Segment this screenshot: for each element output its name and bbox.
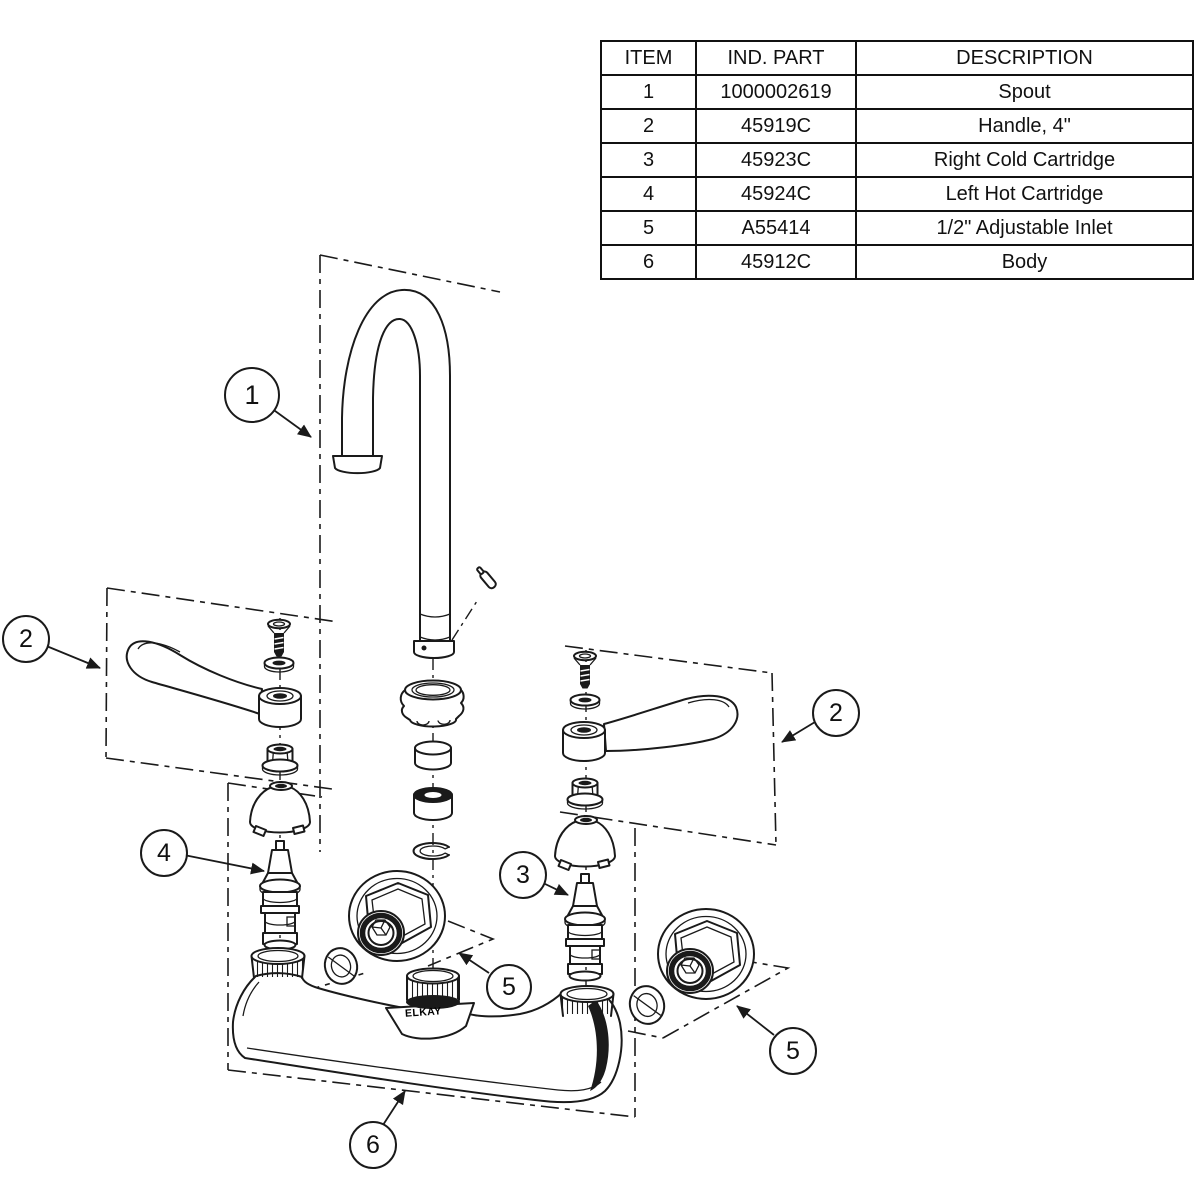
table-cell-item: 4	[600, 176, 697, 212]
table-cell-item: 3	[600, 142, 697, 178]
left-handle-assembly	[125, 618, 311, 837]
right-gasket-disc	[628, 985, 666, 1025]
right-cartridge	[564, 873, 606, 982]
table-row: 2 45919C Handle, 4"	[600, 108, 1194, 144]
callout-arrows	[43, 407, 816, 1126]
right-handle-assembly	[554, 650, 739, 871]
spout	[332, 288, 497, 659]
handle-screw	[573, 650, 597, 689]
callout-2-right-handle: 2	[812, 689, 860, 737]
table-cell-item: 5	[600, 210, 697, 246]
handle-washer	[263, 656, 295, 673]
callout-6-body: 6	[349, 1121, 397, 1169]
table-cell-description: Spout	[855, 74, 1194, 110]
callout-4-left-cartridge: 4	[140, 829, 188, 877]
callout-5-right-inlet: 5	[769, 1027, 817, 1075]
spout-outlet	[332, 455, 383, 475]
left-cartridge	[259, 840, 301, 951]
callout-2-left-handle: 2	[2, 615, 50, 663]
right-escutcheon-dome	[554, 815, 616, 871]
table-cell-part: A55414	[695, 210, 857, 246]
callout-5-center-inlet: 5	[486, 964, 532, 1010]
faucet-body	[231, 947, 623, 1104]
table-header-ind-part: IND. PART	[695, 40, 857, 76]
table-cell-part: 45919C	[695, 108, 857, 144]
table-cell-part: 1000002619	[695, 74, 857, 110]
handle-washer	[569, 693, 601, 710]
left-inlet-flange	[348, 870, 446, 962]
right-inlet-port	[559, 985, 615, 1017]
handle-nut	[566, 777, 604, 810]
table-row: 6 45912C Body	[600, 244, 1194, 280]
set-screw-pin	[476, 566, 497, 590]
table-cell-description: Left Hot Cartridge	[855, 176, 1194, 212]
table-cell-part: 45923C	[695, 142, 857, 178]
table-row: 5 A55414 1/2" Adjustable Inlet	[600, 210, 1194, 246]
table-cell-part: 45912C	[695, 244, 857, 280]
wrist-blade-handle	[125, 640, 302, 728]
gasket-discs	[323, 947, 666, 1025]
wrist-blade-handle	[562, 694, 739, 762]
table-cell-description: 1/2" Adjustable Inlet	[855, 210, 1194, 246]
table-row: 4 45924C Left Hot Cartridge	[600, 176, 1194, 212]
handle-screw	[267, 618, 291, 657]
table-cell-item: 1	[600, 74, 697, 110]
handle-nut	[261, 743, 299, 776]
table-cell-item: 2	[600, 108, 697, 144]
callout-1-spout: 1	[224, 367, 280, 423]
table-row: 3 45923C Right Cold Cartridge	[600, 142, 1194, 178]
table-cell-part: 45924C	[695, 176, 857, 212]
table-row: 1 1000002619 Spout	[600, 74, 1194, 110]
left-inlet-port	[250, 947, 306, 979]
seal-ring	[413, 787, 453, 821]
center-spout-boss	[406, 967, 460, 1001]
callout-3-right-cartridge: 3	[499, 851, 547, 899]
brand-plate	[385, 1002, 475, 1040]
right-inlet-flange	[657, 908, 755, 1000]
table-cell-description: Right Cold Cartridge	[855, 142, 1194, 178]
snap-ring	[412, 842, 450, 860]
table-header-row: ITEM IND. PART DESCRIPTION	[600, 40, 1194, 76]
table-cell-description: Body	[855, 244, 1194, 280]
table-header-item: ITEM	[600, 40, 697, 76]
table-header-description: DESCRIPTION	[855, 40, 1194, 76]
left-gasket-disc	[323, 947, 359, 985]
spout-coupling-stack	[399, 679, 465, 860]
left-escutcheon-dome	[249, 781, 311, 837]
spacer-ring	[414, 740, 452, 771]
table-cell-item: 6	[600, 244, 697, 280]
parts-table: ITEM IND. PART DESCRIPTION 1 1000002619 …	[600, 40, 1194, 280]
coupling-nut	[399, 679, 465, 728]
table-cell-description: Handle, 4"	[855, 108, 1194, 144]
